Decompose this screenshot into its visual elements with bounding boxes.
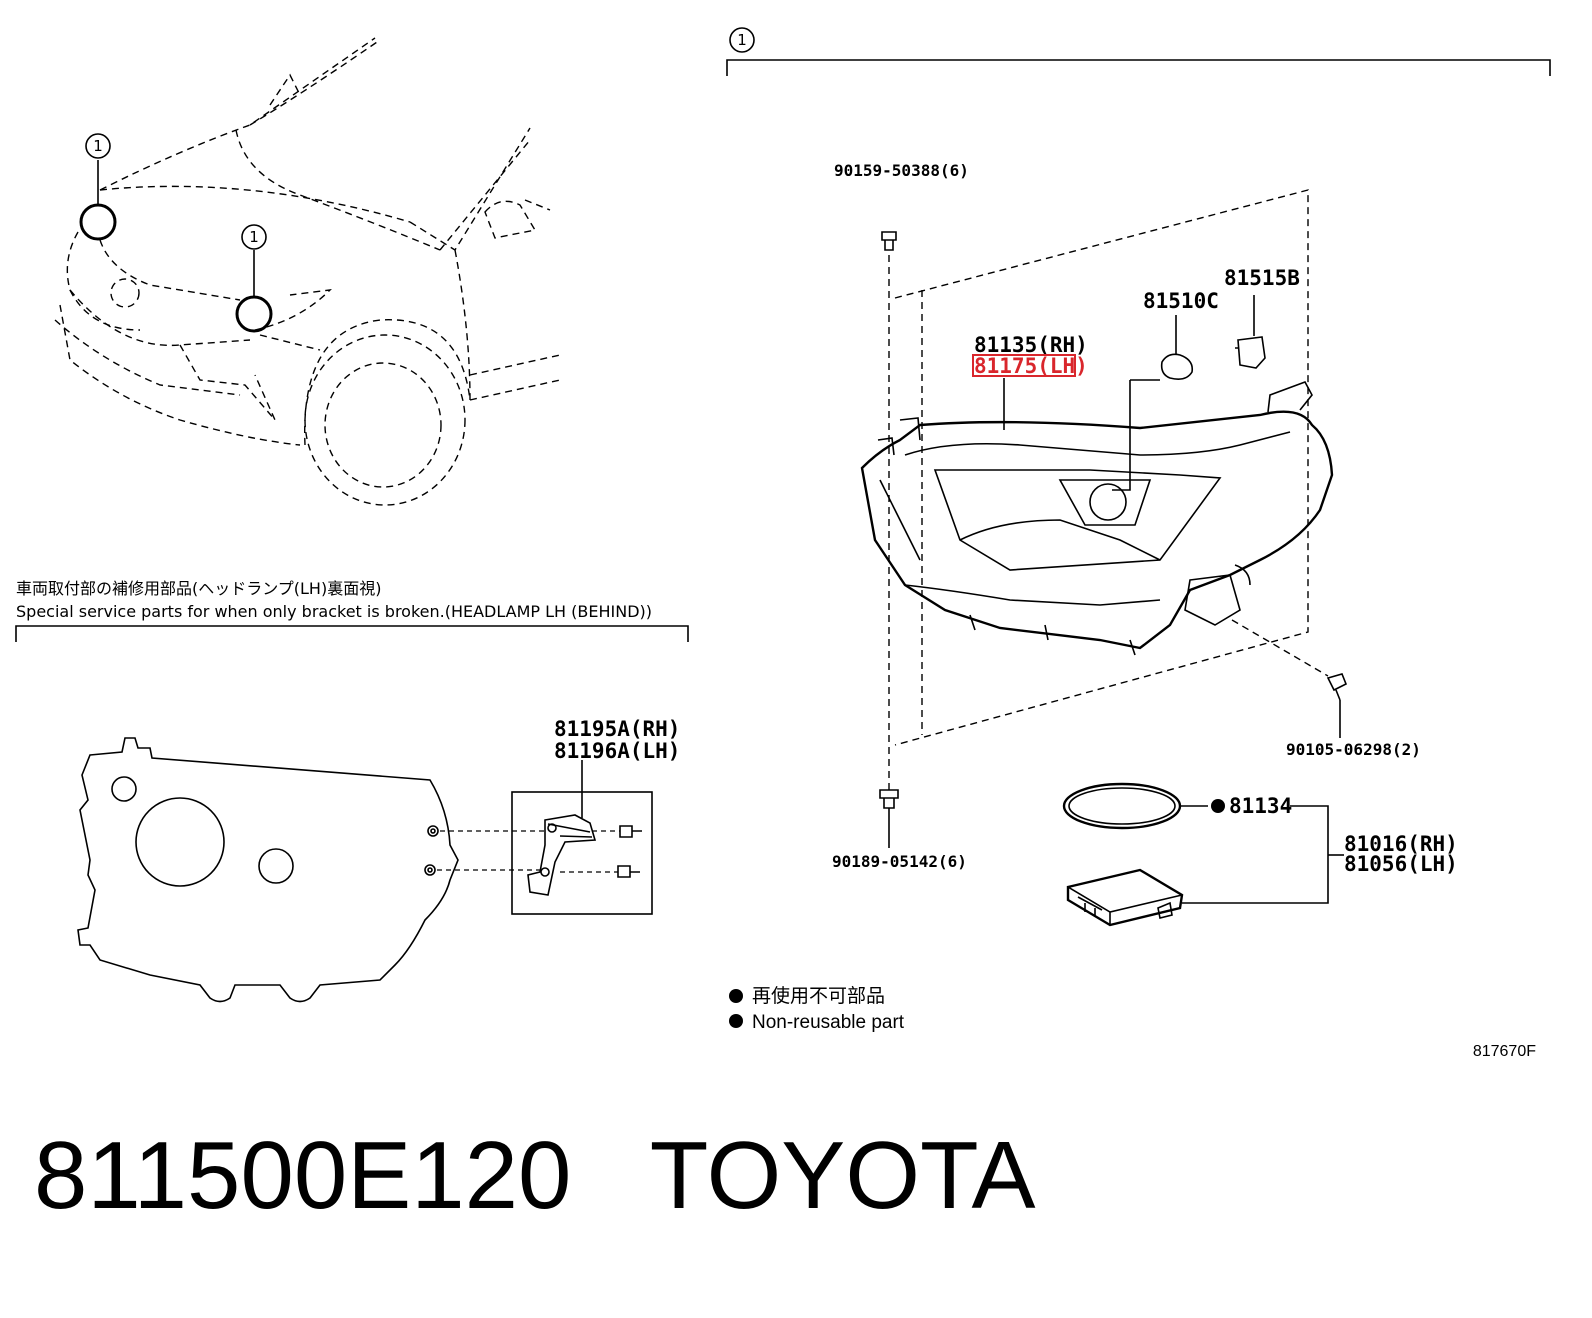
ecu-module: [1066, 868, 1184, 927]
callout-marker-1a-text: 1: [93, 137, 103, 155]
headlamp-rear-outline: [77, 737, 459, 1003]
bolt-bottom: [879, 789, 899, 809]
bracket-section-title-en: Special service parts for when only brac…: [16, 602, 652, 621]
label-90159-50388: 90159-50388(6): [834, 161, 969, 180]
bolt-top: [881, 231, 897, 251]
part-footer: 811500E120 TOYOTA: [34, 1128, 1036, 1224]
section-marker-1-text: 1: [737, 31, 747, 49]
headlamp-rh-callout-circle: [235, 295, 273, 333]
label-81515B: 81515B: [1224, 266, 1300, 290]
gasket-81134: [1062, 782, 1182, 830]
headlamp-lh-callout-circle: [79, 203, 117, 241]
bracket-section-bracket-line: [15, 625, 689, 642]
bracket-section-title-jp: 車両取付部の補修用部品(ヘッドランプ(LH)裏面視): [16, 579, 381, 598]
label-81056-lh: 81056(LH): [1344, 852, 1458, 876]
label-81196A: 81196A(LH): [554, 739, 680, 763]
label-81135-rh: 81135(RH): [974, 333, 1088, 357]
callout-marker-1b: [241, 224, 267, 250]
callout-marker-1a: [85, 133, 111, 159]
bracket-screw-upper: [619, 825, 642, 838]
legend-dot-jp: [729, 989, 743, 1003]
callout-marker-1b-text: 1: [249, 228, 259, 246]
footer-part-number: 811500E120: [34, 1122, 572, 1229]
bracket-section: 車両取付部の補修用部品(ヘッドランプ(LH)裏面視) Special servi…: [15, 579, 689, 1003]
bracket-screw-lower: [617, 865, 640, 878]
headlamp-assembly-section: 1: [726, 27, 1551, 1060]
label-90189-05142: 90189-05142(6): [832, 852, 967, 871]
label-81195A: 81195A(RH): [554, 717, 680, 741]
socket-81515B: [1235, 336, 1266, 369]
footer-brand: TOYOTA: [649, 1122, 1036, 1229]
label-81510C: 81510C: [1143, 289, 1219, 313]
label-81175-lh: 81175(LH): [974, 354, 1088, 378]
headlamp-unit: [860, 381, 1334, 656]
bracket-part: [527, 814, 597, 896]
label-81134: 81134: [1229, 794, 1292, 818]
illustration-reference-number: 817670F: [1473, 1043, 1536, 1060]
bolt-right: [1326, 673, 1348, 701]
non-reusable-dot-81134: [1211, 799, 1225, 813]
bulb-81510C: [1160, 353, 1194, 380]
legend-text-jp: 再使用不可部品: [752, 985, 885, 1007]
section-bracket-line: [726, 59, 1551, 76]
label-90105-06298: 90105-06298(2): [1286, 740, 1421, 759]
legend-dot-en: [729, 1014, 743, 1028]
legend-text-en: Non-reusable part: [752, 1012, 905, 1033]
section-marker-1: [729, 27, 755, 53]
highlight-box-81175: [972, 354, 1076, 377]
label-81016-rh: 81016(RH): [1344, 832, 1458, 856]
vehicle-front-illustration: 1 1: [54, 37, 561, 506]
